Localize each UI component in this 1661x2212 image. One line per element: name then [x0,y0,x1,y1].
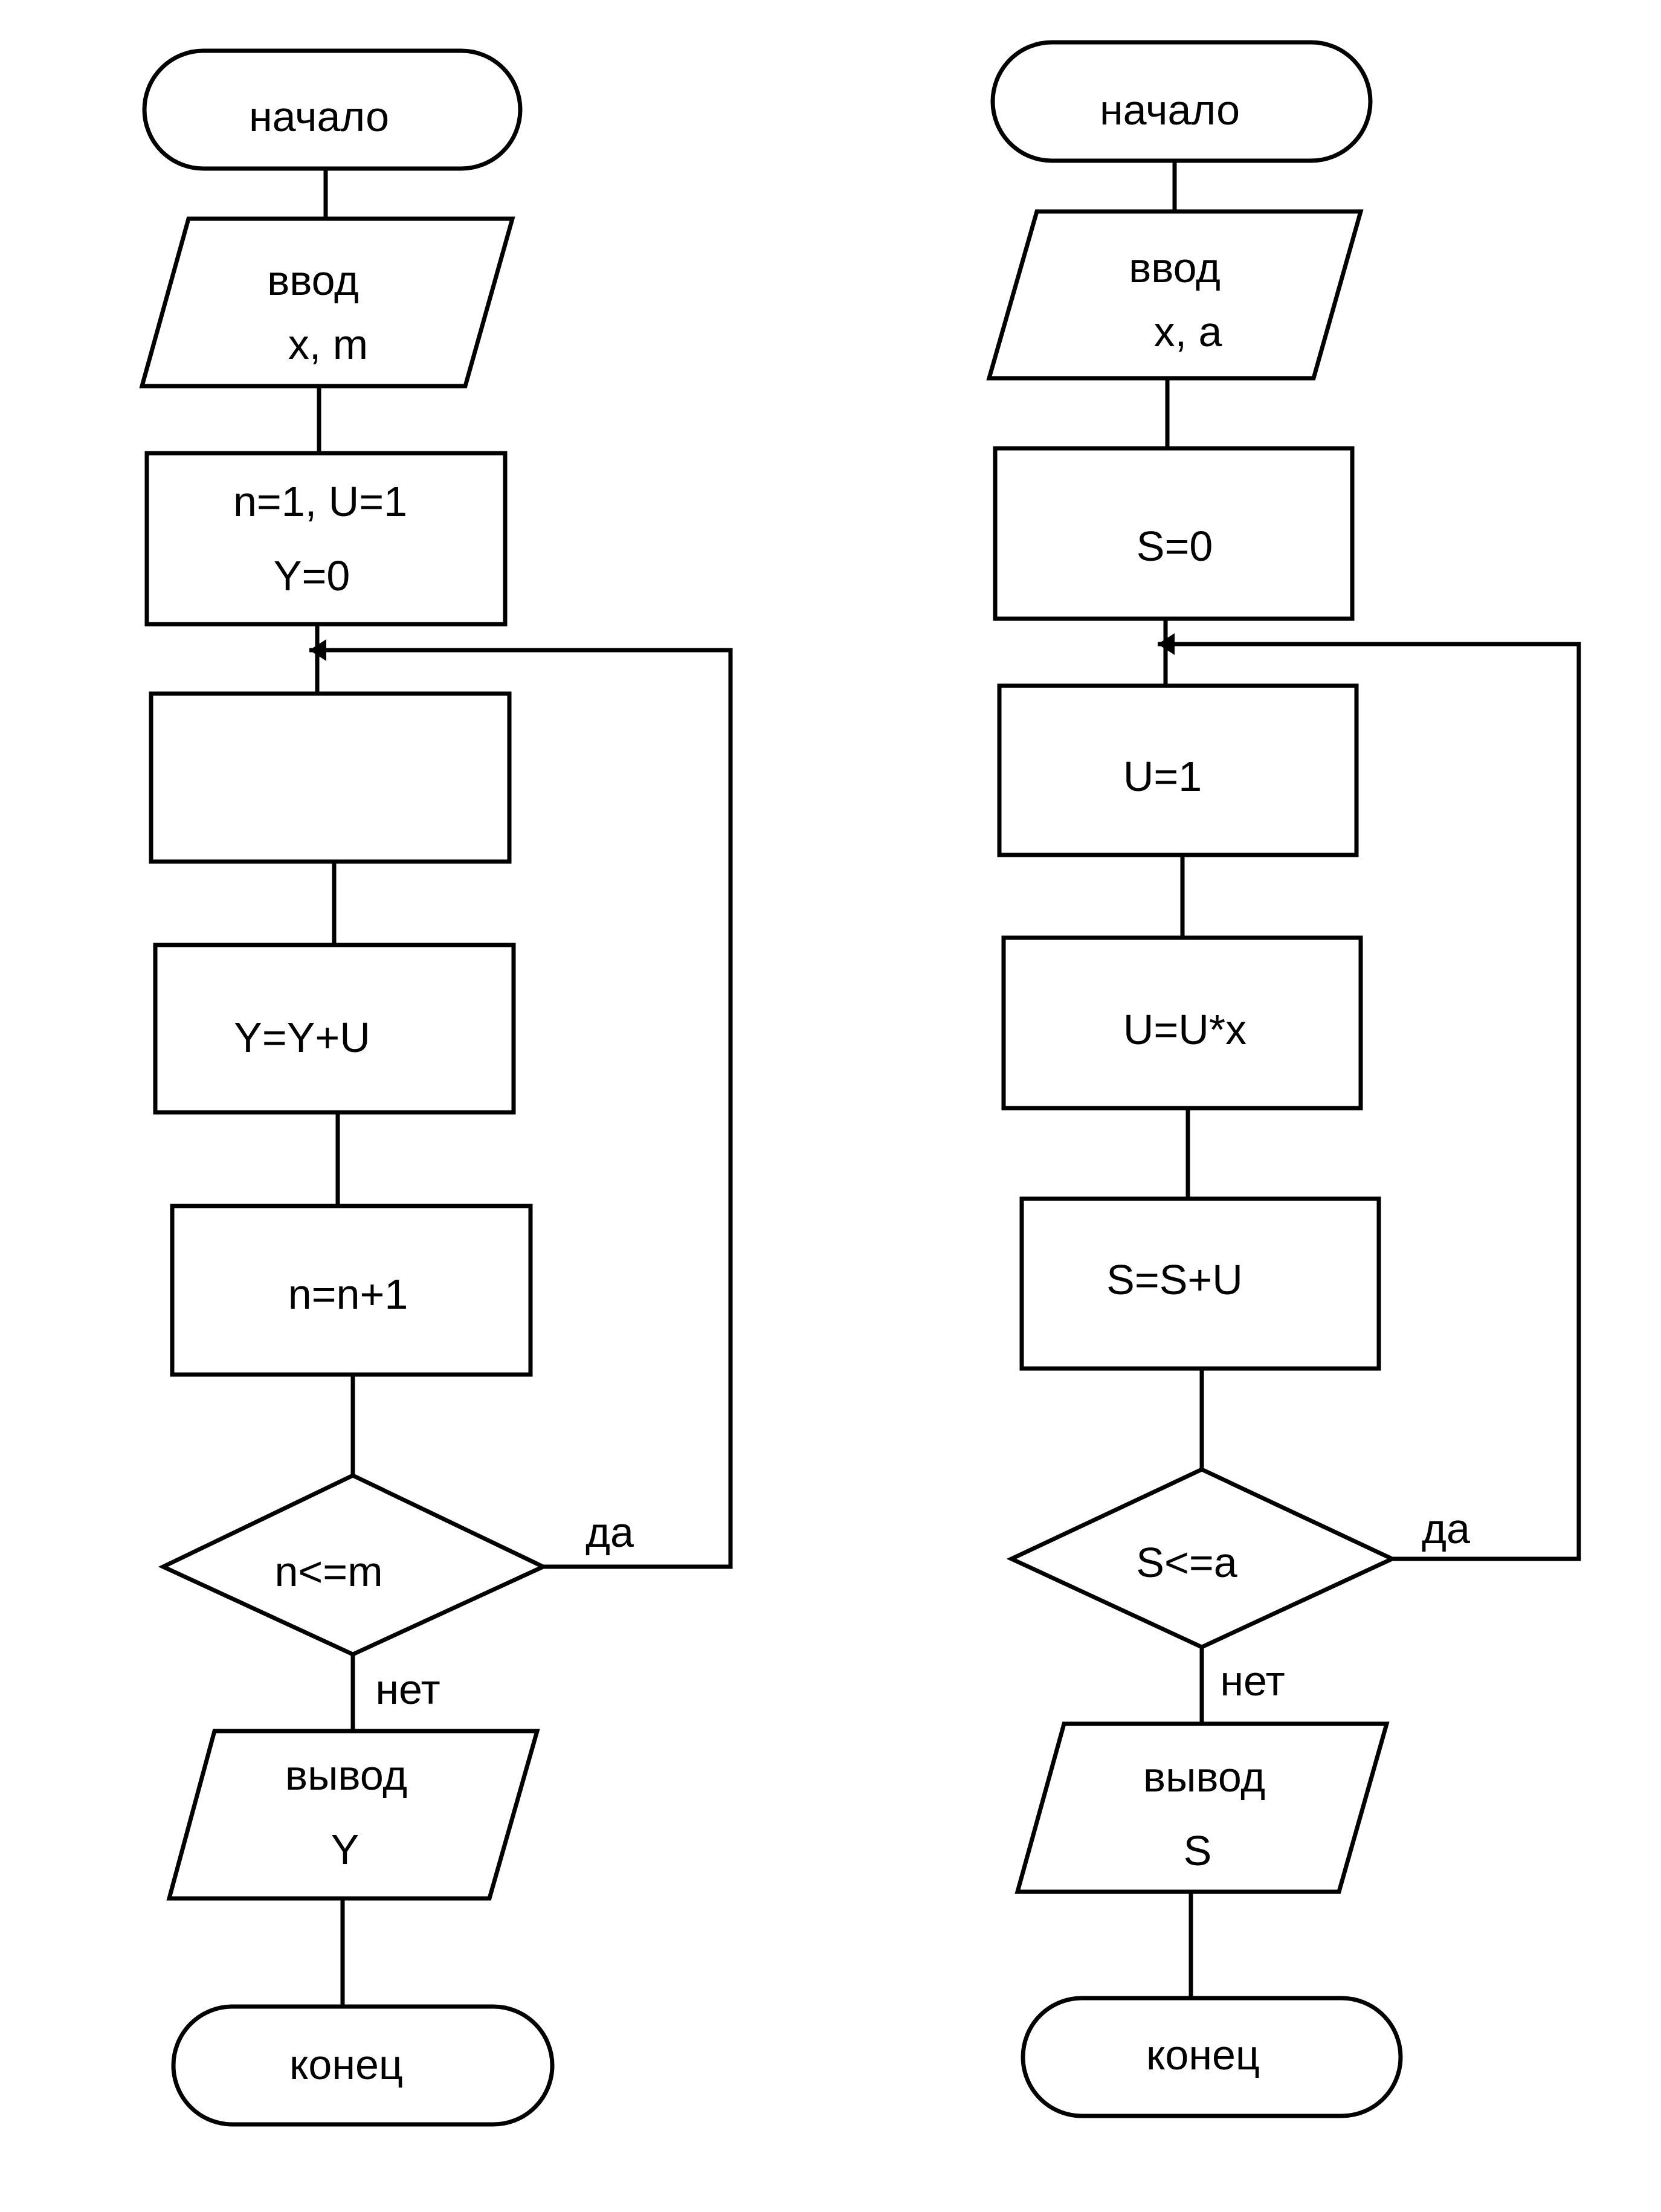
left-step2-process [170,1204,533,1377]
left-start-label: начало [249,93,389,140]
left-condition-label: n<=m [275,1548,383,1595]
left-input-label-1: ввод [267,257,359,304]
left-condition-diamond [158,1473,549,1657]
right-step1-process [997,683,1359,857]
right-yes-label: да [1422,1505,1470,1552]
right-loop-back-line [1158,642,1581,1561]
left-input-label-2: x, m [288,321,368,368]
right-step1-label: U=1 [1123,753,1202,800]
right-end-terminal [1021,1996,1403,2118]
left-loop-arrowhead [309,639,326,661]
right-step2-label: U=U*x [1123,1006,1247,1053]
left-end-label: конец [289,2041,403,2088]
right-output-label-1: вывод [1143,1753,1265,1801]
left-init-label-2: Y=0 [274,552,350,599]
left-empty-process [149,691,512,864]
left-init-process [144,451,508,627]
right-start-label: начало [1100,86,1240,134]
left-loop-back-line [309,648,733,1569]
right-condition-diamond [1006,1467,1398,1649]
right-init-label: S=0 [1137,523,1213,570]
right-input-label-2: x, a [1154,308,1222,355]
left-output-parallelogram [166,1729,540,1901]
left-yes-label: да [585,1509,634,1556]
left-output-label-2: Y [331,1826,360,1873]
right-start-terminal [990,40,1373,163]
right-loop-arrowhead [1158,633,1175,655]
left-no-label: нет [375,1666,440,1713]
left-step2-label: n=n+1 [288,1271,408,1318]
left-start-terminal [142,48,523,171]
right-step3-process [1019,1196,1381,1371]
right-no-label: нет [1220,1657,1285,1704]
left-step1-process [153,943,516,1115]
right-output-parallelogram [1014,1721,1390,1894]
left-end-terminal [171,2004,555,2127]
left-output-label-1: вывод [285,1752,407,1799]
right-step2-process [1001,935,1363,1111]
right-init-process [993,446,1355,621]
left-input-parallelogram [139,216,515,389]
right-output-label-2: S [1184,1827,1212,1874]
right-input-parallelogram [986,209,1364,381]
right-input-label-1: ввод [1129,244,1221,291]
left-step1-label: Y=Y+U [234,1014,370,1061]
right-condition-label: S<=a [1136,1539,1237,1586]
right-flowchart: начало ввод x, a S=0 U=1 U=U*x S=S+U S<=… [986,40,1581,2118]
left-flowchart: начало ввод x, m n=1, U=1 Y=0 Y=Y+U n=n+… [139,48,733,2127]
right-end-label: конец [1146,2031,1260,2078]
right-step3-label: S=S+U [1106,1256,1243,1303]
left-init-label-1: n=1, U=1 [233,478,407,525]
